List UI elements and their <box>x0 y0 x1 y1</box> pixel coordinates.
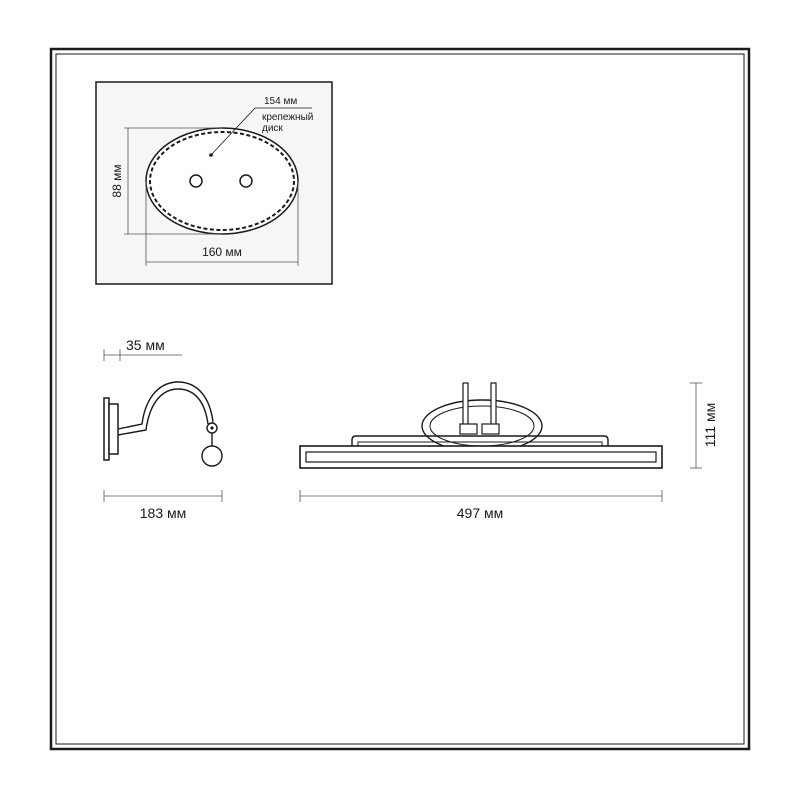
plate-width-label: 160 мм <box>202 245 242 259</box>
front-height-label: 111 мм <box>702 403 718 447</box>
rod-connector-left <box>459 423 478 435</box>
lamp-arm-inner <box>117 388 209 436</box>
mount-plate-oval <box>145 127 299 235</box>
side-view: 35 мм 183 мм <box>103 337 223 521</box>
rod-connector-right <box>481 423 500 435</box>
disk-label-line2: диск <box>262 123 283 134</box>
side-length-label: 183 мм <box>140 505 187 521</box>
screw-hole-right <box>239 174 253 188</box>
wall-plate-cap <box>108 403 119 455</box>
plate-height-label: 88 мм <box>110 164 124 197</box>
screw-hole-left <box>189 174 203 188</box>
outer-frame <box>49 47 751 751</box>
lamp-arm-outer <box>117 381 214 430</box>
leader-line <box>210 107 256 156</box>
disk-label-line1: крепежный <box>262 112 313 123</box>
front-width-label: 497 мм <box>457 505 504 521</box>
lamp-head <box>201 445 223 467</box>
support-rod-left <box>462 382 469 429</box>
light-bar-diffuser <box>305 451 657 463</box>
mount-plate-view: 154 мм крепежный диск 88 мм 160 мм <box>95 81 333 285</box>
arm-joint-center <box>210 426 214 430</box>
front-view: 497 мм 111 мм <box>299 382 718 521</box>
inner-frame <box>55 53 745 745</box>
side-depth-label: 35 мм <box>126 337 165 353</box>
front-arm-bar-inner <box>357 441 603 446</box>
support-rod-right <box>490 382 497 429</box>
mounting-disk-outline <box>149 131 295 231</box>
front-arm-bar <box>351 435 609 446</box>
disk-width-label: 154 мм <box>264 96 297 107</box>
